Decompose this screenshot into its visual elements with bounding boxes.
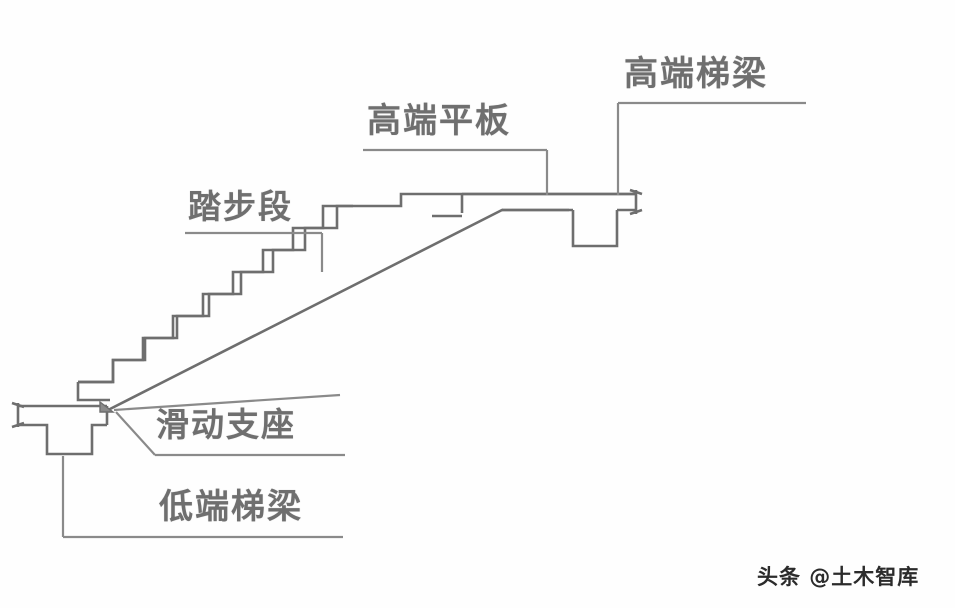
high-end-slab-group — [432, 192, 636, 218]
leader-sliding-support-branch-lower — [115, 411, 156, 456]
label-sliding-support: 滑动支座 — [156, 405, 296, 444]
high-end-landing — [369, 192, 636, 208]
right-break-tick-top — [629, 188, 643, 196]
flight-soffit — [108, 208, 504, 411]
sliding-support-detail — [76, 380, 116, 413]
label-step-run: 踏步段 — [188, 187, 293, 226]
leader-sliding-support-branch-upper — [113, 393, 341, 412]
landing-upper-profile — [369, 192, 636, 208]
soffit-line — [108, 208, 504, 411]
right-break-tick-bottom — [629, 208, 643, 216]
support-seat-left — [76, 382, 110, 402]
high-end-beam-group — [502, 188, 643, 248]
label-high-end-beam: 高端梯梁 — [624, 54, 768, 94]
label-high-end-slab: 高端平板 — [367, 101, 511, 141]
stair-steps — [78, 204, 369, 384]
downstand-beam-outline — [571, 210, 619, 248]
support-wedge — [99, 400, 116, 413]
watermark: 头条 @土木智库 — [757, 565, 920, 589]
low-beam-outline — [18, 423, 107, 456]
leader-lines — [61, 101, 806, 539]
stair-steps-path — [78, 204, 369, 384]
label-low-end-beam: 低端梯梁 — [159, 487, 303, 527]
low-end-beam-group — [11, 401, 109, 456]
